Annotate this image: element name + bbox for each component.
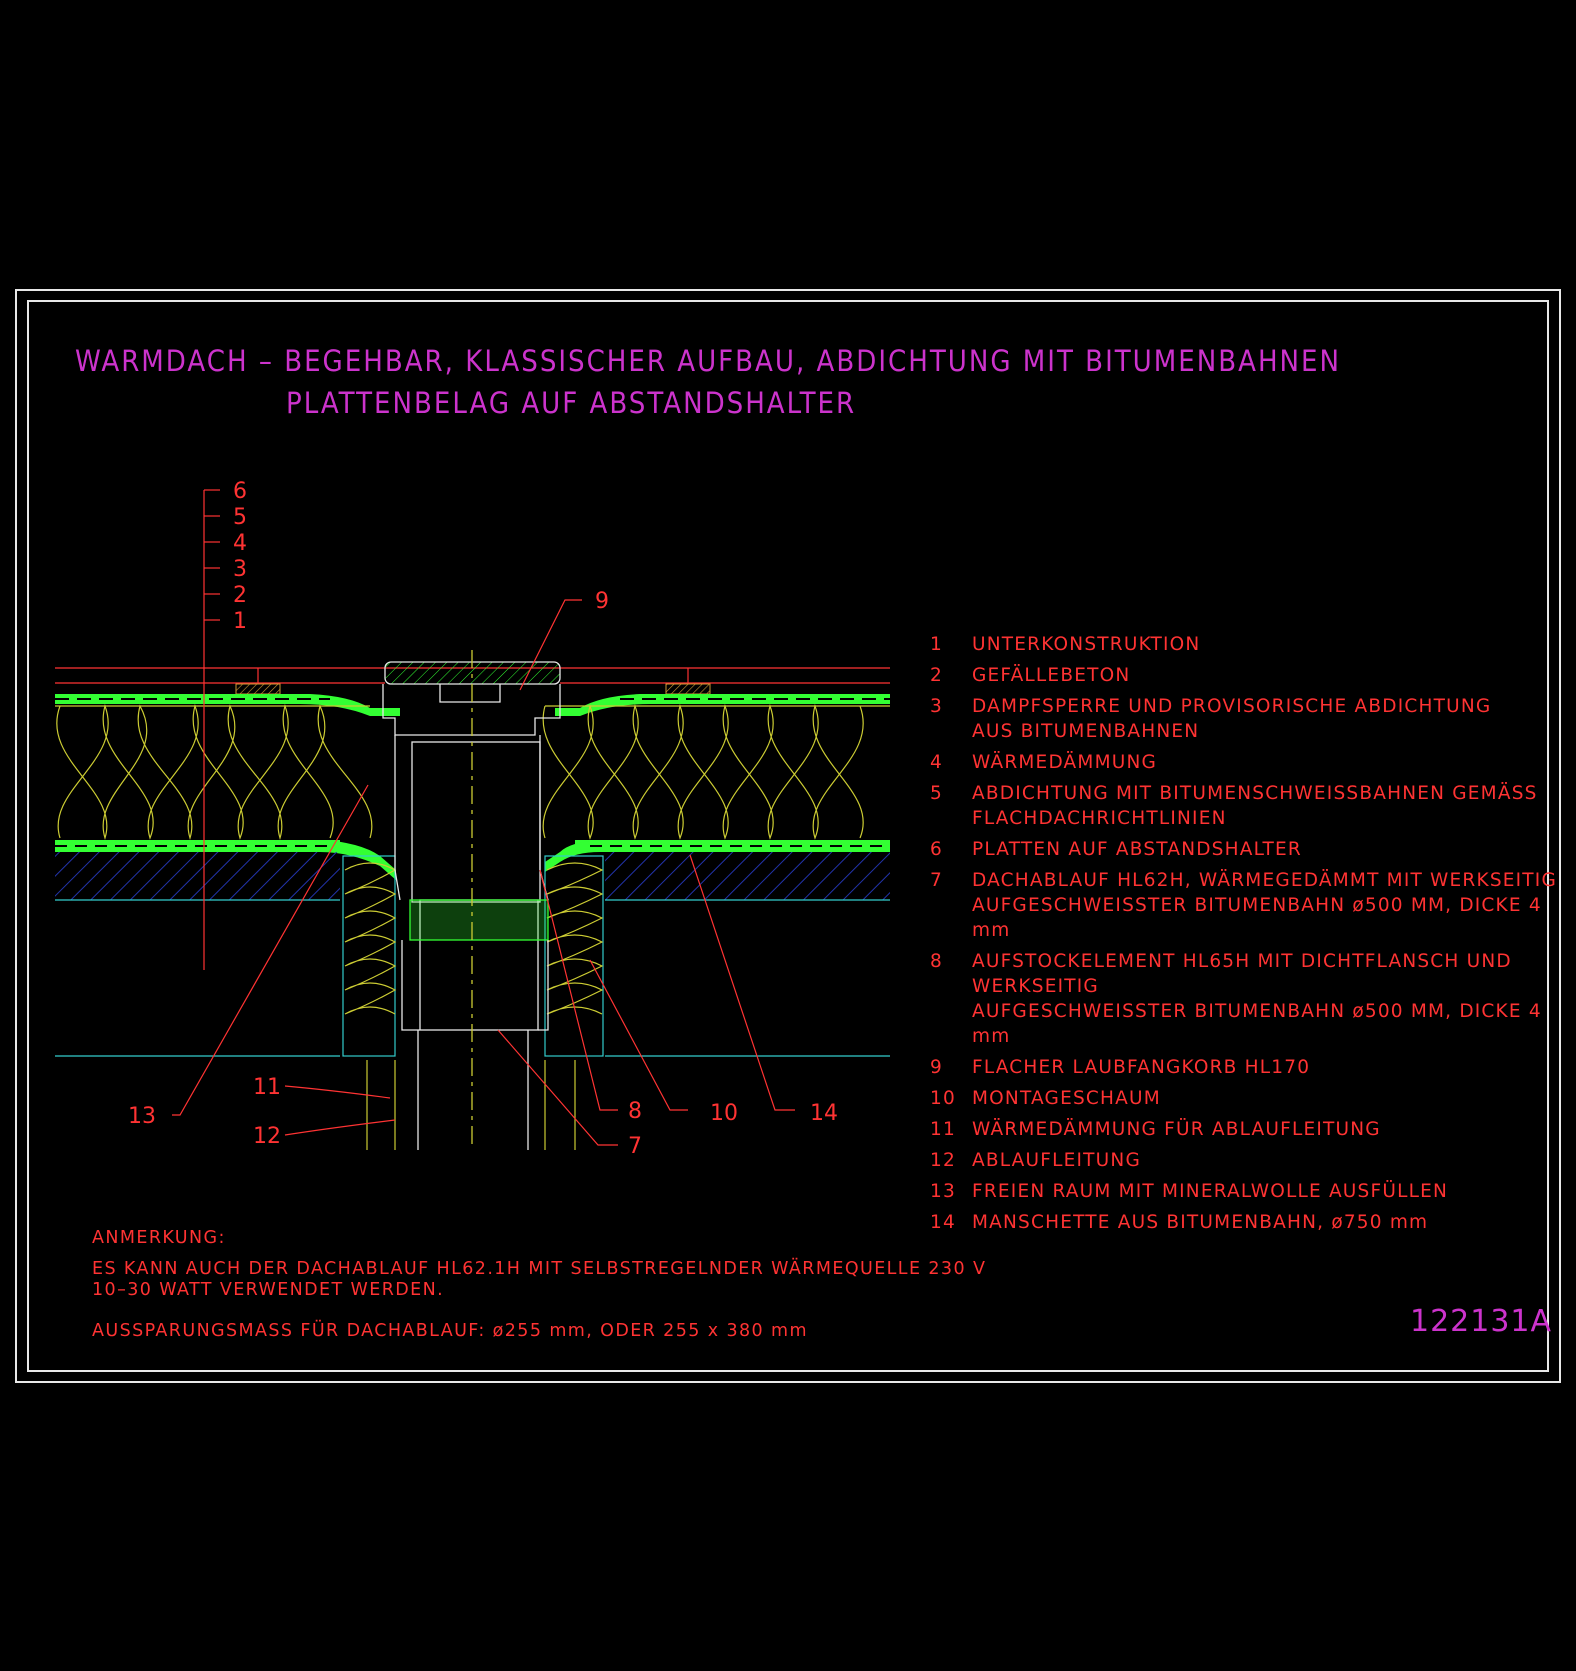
callout-12: 12 bbox=[253, 1124, 281, 1149]
slope-concrete bbox=[55, 852, 890, 1057]
layer-label-6: 6 bbox=[233, 479, 247, 504]
callout-7: 7 bbox=[628, 1134, 642, 1159]
title-line-2: PLATTENBELAG AUF ABSTANDSHALTER bbox=[286, 386, 857, 420]
callout-9: 9 bbox=[595, 589, 609, 614]
layer-label-2: 2 bbox=[233, 583, 247, 608]
layer-label-3: 3 bbox=[233, 557, 247, 582]
vapor-barrier bbox=[55, 840, 890, 880]
title-line-1: WARMDACH – BEGEHBAR, KLASSISCHER AUFBAU,… bbox=[75, 344, 1342, 378]
roof-drain bbox=[382, 661, 561, 1150]
drawing-number: 122131A bbox=[1410, 1304, 1553, 1339]
callout-13: 13 bbox=[128, 1104, 156, 1129]
layer-label-5: 5 bbox=[233, 505, 247, 530]
layer-label-1: 1 bbox=[233, 609, 247, 634]
layer-label-4: 4 bbox=[233, 531, 247, 556]
outer-frame bbox=[15, 289, 1561, 1383]
callout-11: 11 bbox=[253, 1075, 281, 1100]
thermal-insulation bbox=[55, 704, 890, 841]
top-membrane bbox=[55, 694, 890, 716]
note-heading: ANMERKUNG: bbox=[92, 1228, 226, 1248]
callout-leaders bbox=[172, 599, 795, 1146]
note-line-2: AUSSPARUNGSMASS FÜR DACHABLAUF: ø255 mm,… bbox=[92, 1321, 808, 1341]
callout-14: 14 bbox=[810, 1101, 838, 1126]
callout-8: 8 bbox=[628, 1099, 642, 1124]
layer-indicator bbox=[203, 489, 220, 970]
note-line-1: ES KANN AUCH DER DACHABLAUF HL62.1H MIT … bbox=[92, 1259, 987, 1300]
pipe-insulation bbox=[342, 855, 604, 1150]
callout-10: 10 bbox=[710, 1101, 738, 1126]
inner-frame bbox=[27, 300, 1549, 1372]
